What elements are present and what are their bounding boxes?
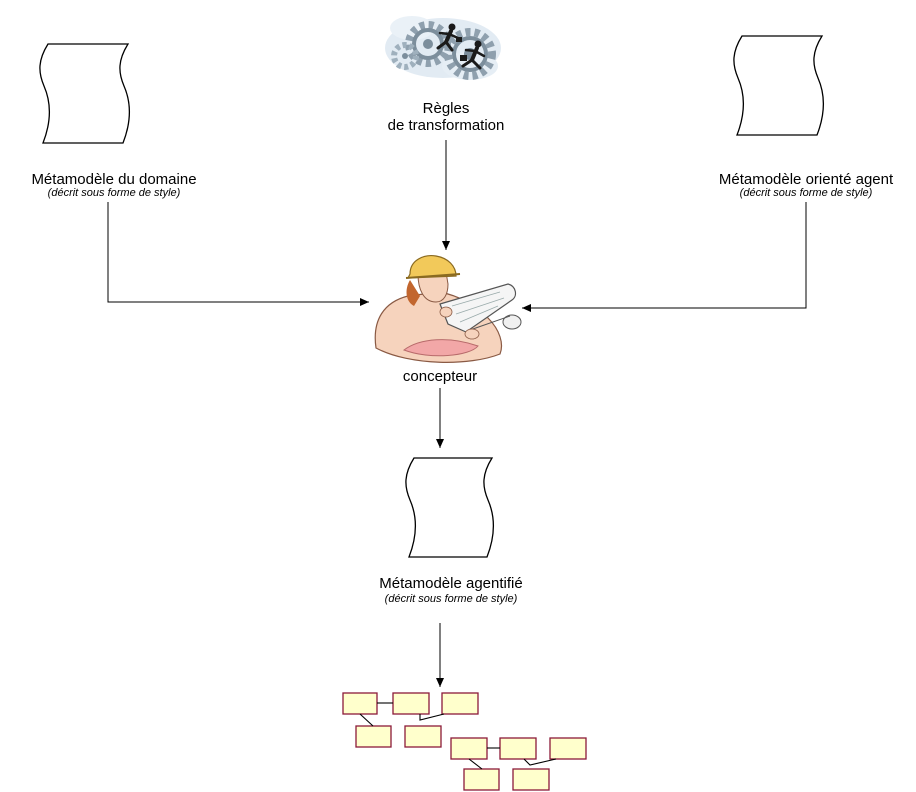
agentified-metamodel-title: Métamodèle agentifié (379, 575, 523, 592)
agent-metamodel-title: Métamodèle orienté agent (718, 171, 894, 188)
class-box (441, 692, 479, 715)
class-box (404, 725, 442, 748)
gears-with-running-people-icon (385, 16, 501, 80)
agent-metamodel-subtitle: (décrit sous forme de style) (739, 187, 873, 199)
agent-metamodel-document-icon (733, 35, 825, 136)
class-box (549, 737, 587, 760)
engineer-with-blueprint-icon (374, 255, 522, 363)
connector-lines (107, 140, 807, 687)
agentified-metamodel-document-icon (405, 457, 495, 558)
domain-metamodel-subtitle: (décrit sous forme de style) (47, 187, 181, 199)
arrow-agent-to-designer (522, 202, 807, 312)
domain-metamodel-title: Métamodèle du domaine (31, 171, 197, 188)
domain-metamodel-document-icon (39, 43, 131, 144)
rules-label-line1: Règles (422, 100, 470, 117)
agentified-metamodel-subtitle: (décrit sous forme de style) (384, 593, 518, 605)
class-box (392, 692, 430, 715)
class-box (512, 768, 550, 791)
class-box (342, 692, 378, 715)
class-box (499, 737, 537, 760)
class-box (463, 768, 500, 791)
designer-label: concepteur (402, 368, 478, 385)
class-diagram-icon (342, 692, 587, 791)
rules-label-line2: de transformation (387, 117, 505, 134)
class-box (450, 737, 488, 760)
class-box (355, 725, 392, 748)
arrow-domain-to-designer (107, 202, 369, 306)
